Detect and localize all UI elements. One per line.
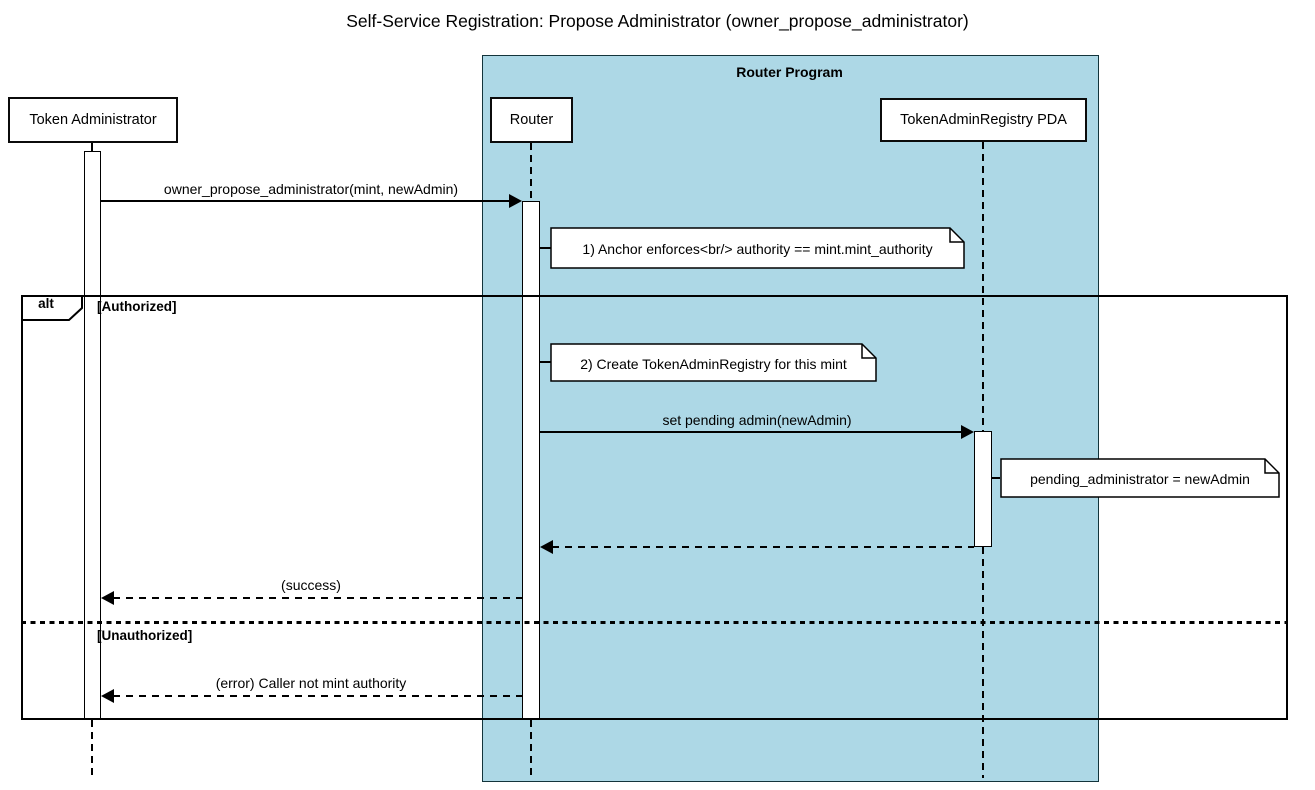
lifeline-token-admin-top — [91, 143, 93, 152]
return-error-line — [113, 695, 522, 697]
message-set-pending-line — [540, 431, 962, 433]
message-propose-line — [100, 200, 510, 202]
participant-registry-pda: TokenAdminRegistry PDA — [880, 98, 1087, 142]
alt-divider — [21, 621, 1288, 624]
activation-registry-pda — [974, 431, 992, 547]
note-anchor-enforces-connector — [540, 247, 552, 249]
fragment-router-program — [482, 55, 1099, 782]
return-pda-line — [552, 546, 974, 548]
note-pending-admin-text: pending_administrator = newAdmin — [1030, 471, 1250, 487]
return-success-line — [113, 597, 522, 599]
return-error-arrowhead-icon — [101, 689, 114, 703]
note-anchor-enforces-text: 1) Anchor enforces<br/> authority == min… — [582, 241, 933, 257]
lifeline-router-bottom — [530, 720, 532, 777]
note-pending-admin-connector — [992, 477, 1000, 479]
note-create-registry: 2) Create TokenAdminRegistry for this mi… — [550, 343, 877, 382]
message-propose-label: owner_propose_administrator(mint, newAdm… — [163, 181, 459, 197]
note-anchor-enforces: 1) Anchor enforces<br/> authority == min… — [550, 227, 965, 269]
lifeline-router-top — [530, 143, 532, 201]
message-set-pending-label: set pending admin(newAdmin) — [662, 412, 852, 428]
return-success-arrowhead-icon — [101, 591, 114, 605]
participant-registry-pda-label: TokenAdminRegistry PDA — [900, 112, 1067, 128]
participant-token-administrator-label: Token Administrator — [29, 112, 157, 128]
note-shape — [1000, 458, 1280, 498]
note-shape — [550, 343, 877, 382]
message-propose-arrowhead-icon — [509, 194, 522, 208]
participant-router: Router — [490, 97, 573, 143]
note-shape — [550, 227, 965, 269]
participant-router-label: Router — [509, 112, 554, 128]
activation-router — [522, 201, 540, 720]
lifeline-registry-pda-top — [982, 142, 984, 431]
alt-operator-label: alt — [38, 296, 54, 311]
note-create-registry-text: 2) Create TokenAdminRegistry for this mi… — [580, 355, 847, 372]
note-pending-admin: pending_administrator = newAdmin — [1000, 458, 1280, 498]
return-error-label: (error) Caller not mint authority — [215, 675, 407, 691]
guard-authorized: [Authorized] — [97, 299, 177, 314]
note-create-registry-connector — [540, 361, 552, 363]
alt-operator-tab: alt — [21, 295, 83, 321]
message-set-pending-arrowhead-icon — [961, 425, 974, 439]
return-success-label: (success) — [281, 577, 341, 593]
guard-unauthorized: [Unauthorized] — [97, 628, 193, 643]
return-pda-arrowhead-icon — [540, 540, 553, 554]
participant-token-administrator: Token Administrator — [8, 97, 178, 143]
fragment-router-program-title: Router Program — [736, 64, 843, 80]
lifeline-registry-pda-bottom — [982, 547, 984, 778]
diagram-title: Self-Service Registration: Propose Admin… — [346, 11, 969, 31]
lifeline-token-admin-bottom — [91, 720, 93, 777]
